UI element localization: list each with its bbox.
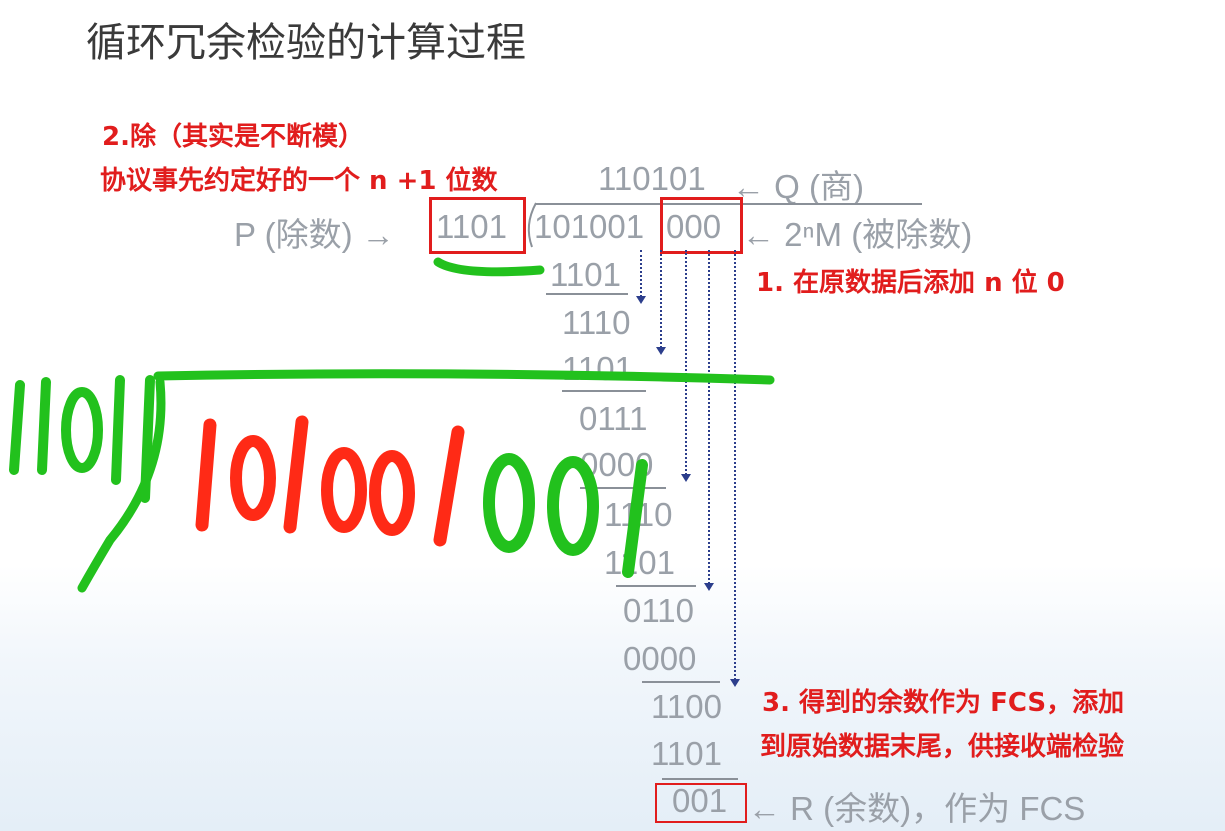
remainder-label: ← R (余数)，作为 FCS bbox=[748, 790, 1086, 827]
dividend-label: ← 2ⁿM (被除数) bbox=[742, 216, 973, 253]
step3-note-line2: 到原始数据末尾，供接收端检验 bbox=[760, 732, 1125, 762]
division-bar bbox=[536, 203, 922, 205]
page-title: 循环冗余检验的计算过程 bbox=[86, 20, 526, 66]
dividend-data: 101001 bbox=[534, 208, 645, 245]
remainder: 001 bbox=[672, 782, 728, 819]
divisor-highlight bbox=[429, 197, 526, 254]
step-row: 1101 bbox=[651, 735, 722, 772]
quotient: 110101 bbox=[598, 160, 706, 197]
step-row: 1110 bbox=[562, 304, 631, 341]
step-row: 0110 bbox=[623, 592, 694, 629]
subtraction-line bbox=[662, 778, 738, 780]
step-row: 1101 bbox=[604, 544, 675, 581]
step-row: 0000 bbox=[623, 640, 697, 677]
quotient-label: ← Q (商) bbox=[732, 168, 864, 205]
subtraction-line bbox=[562, 390, 646, 392]
step-row: 1100 bbox=[651, 688, 722, 725]
divisor: 1101 bbox=[436, 208, 507, 245]
divisor-label: P (除数) → bbox=[234, 216, 395, 253]
bring-down-arrow bbox=[704, 250, 714, 591]
bring-down-arrow bbox=[681, 250, 691, 482]
remainder-highlight bbox=[655, 783, 747, 823]
step2-note-line1: 2.除（其实是不断模） bbox=[102, 122, 364, 152]
bring-down-arrow bbox=[730, 250, 740, 687]
division-bracket bbox=[527, 202, 537, 248]
step-row: 1101 bbox=[550, 256, 621, 293]
subtraction-line bbox=[642, 681, 720, 683]
subtraction-line bbox=[546, 293, 628, 295]
dividend-zeros: 000 bbox=[666, 208, 722, 245]
bring-down-arrow bbox=[636, 250, 646, 304]
step-row: 0111 bbox=[579, 400, 648, 437]
subtraction-line bbox=[580, 487, 666, 489]
subtraction-line bbox=[616, 585, 696, 587]
bring-down-arrow bbox=[656, 250, 666, 355]
zeros-highlight bbox=[660, 197, 743, 254]
step2-note-line2: 协议事先约定好的一个 n +1 位数 bbox=[100, 166, 498, 196]
step3-note-line1: 3. 得到的余数作为 FCS，添加 bbox=[762, 688, 1125, 718]
step1-note: 1. 在原数据后添加 n 位 0 bbox=[756, 268, 1065, 298]
step-row: 1101 bbox=[562, 350, 633, 387]
